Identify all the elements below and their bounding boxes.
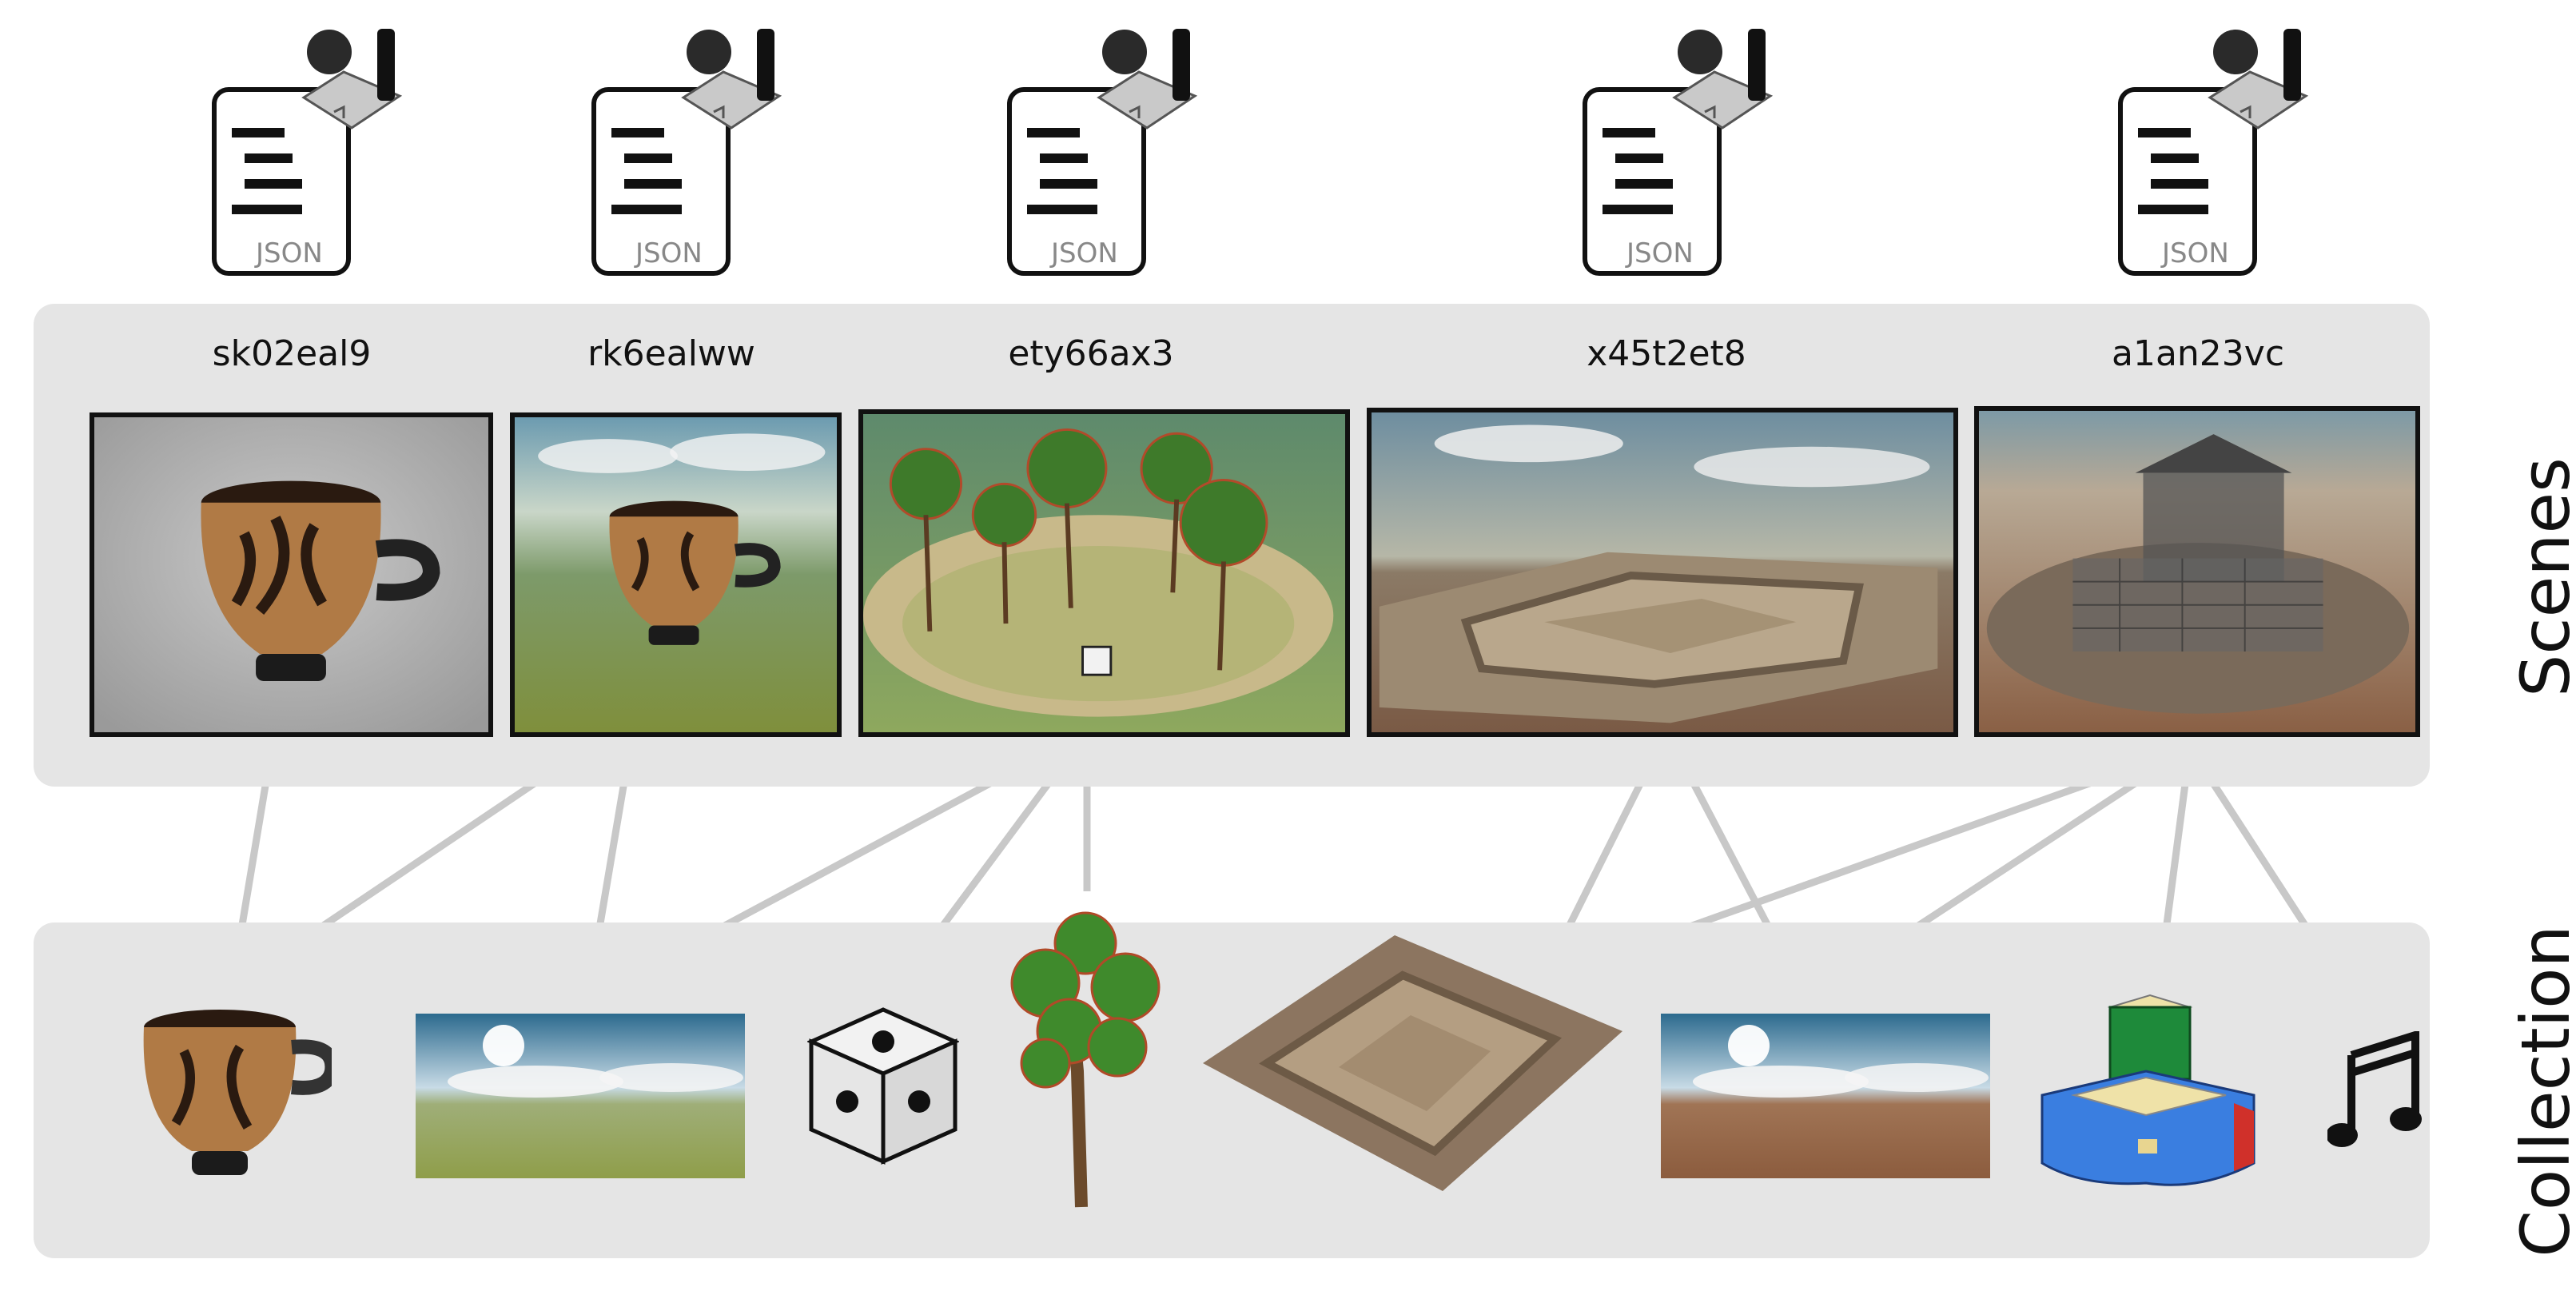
- scene-thumbnail-sk02eal9[interactable]: [90, 412, 493, 737]
- scene-thumbnail-ety66ax3[interactable]: [858, 409, 1350, 737]
- collection-label: Collection: [2506, 925, 2576, 1257]
- json-label: JSON: [1051, 237, 1118, 269]
- building-model-icon[interactable]: [2034, 991, 2262, 1195]
- terrain-model-icon[interactable]: [1203, 919, 1622, 1199]
- scene-id-ety66ax3: ety66ax3: [1008, 333, 1174, 374]
- scene-thumbnail-a1an23vc[interactable]: [1974, 406, 2420, 737]
- vase-icon: [609, 500, 781, 645]
- scene-id-sk02eal9: sk02eal9: [212, 333, 372, 374]
- cube-icon[interactable]: [807, 1006, 959, 1165]
- scene-thumbnail-rk6ealww[interactable]: [510, 412, 842, 737]
- vase-model-icon[interactable]: [128, 1003, 332, 1179]
- music-note-icon[interactable]: [2327, 1031, 2423, 1151]
- vase-icon: [201, 480, 440, 681]
- json-label: JSON: [2162, 237, 2229, 269]
- json-document-icon[interactable]: [1579, 24, 1786, 288]
- json-label: JSON: [635, 237, 703, 269]
- tree-model-icon[interactable]: [997, 911, 1169, 1211]
- json-document-icon[interactable]: [587, 24, 795, 288]
- json-label: JSON: [1626, 237, 1694, 269]
- scene-id-a1an23vc: a1an23vc: [2111, 333, 2285, 374]
- json-document-icon[interactable]: [208, 24, 416, 288]
- json-label: JSON: [256, 237, 323, 269]
- json-document-icon[interactable]: [2114, 24, 2322, 288]
- json-document-icon[interactable]: [1003, 24, 1211, 288]
- scene-thumbnail-x45t2et8[interactable]: [1367, 408, 1958, 737]
- sky-panorama-icon[interactable]: [416, 1014, 745, 1178]
- scene-id-x45t2et8: x45t2et8: [1587, 333, 1746, 374]
- scenes-label: Scenes: [2506, 457, 2576, 697]
- desert-panorama-icon[interactable]: [1661, 1014, 1990, 1178]
- scene-id-rk6ealww: rk6ealww: [587, 333, 755, 374]
